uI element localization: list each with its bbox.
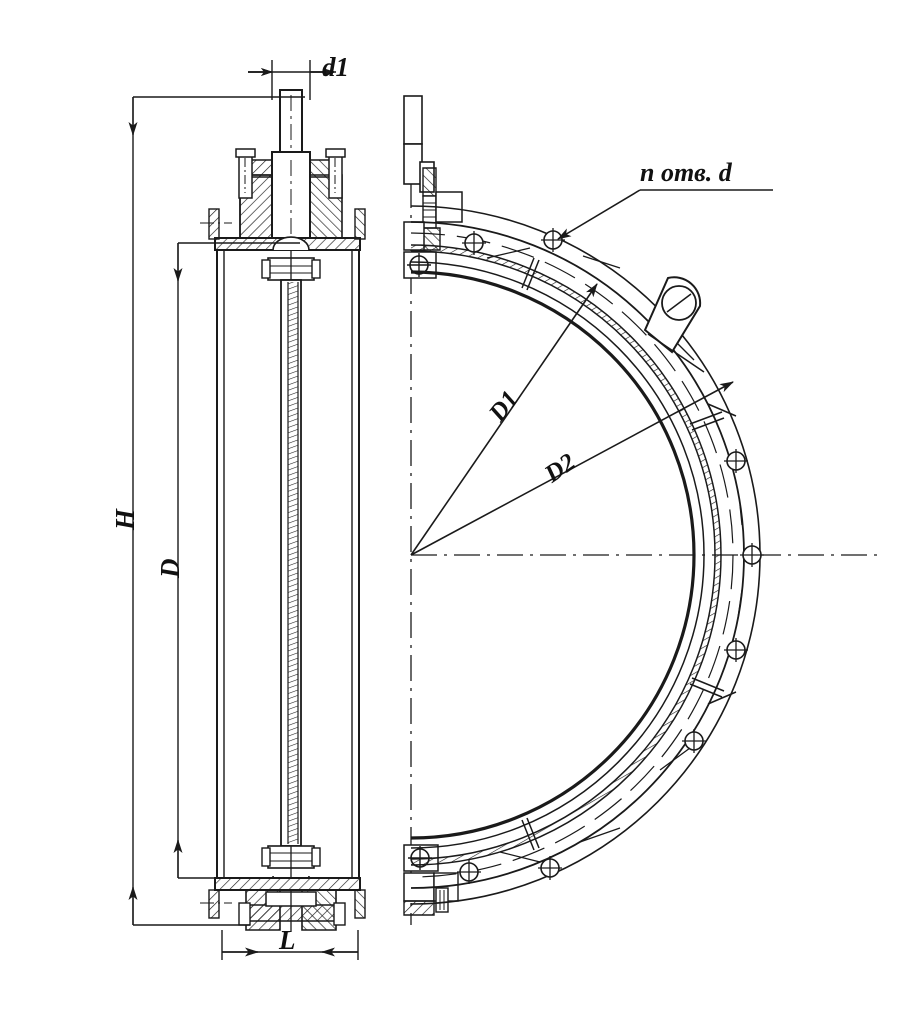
left-section-view (128, 60, 366, 960)
label-H: H (110, 508, 140, 530)
bolt-hole (541, 228, 565, 252)
label-D: D (155, 558, 185, 579)
bolt-hole (538, 856, 562, 880)
valve-stem (271, 89, 311, 246)
label-L: L (279, 925, 296, 955)
flange-rib-ticks (521, 257, 737, 851)
valve-disc-shaft (280, 279, 302, 847)
dimension-d1 (248, 60, 336, 100)
label-d1: d1 (322, 52, 349, 82)
holes-leader-line (557, 189, 773, 240)
dimension-L (221, 930, 359, 960)
lifting-lug (643, 276, 705, 373)
bolt-hole (462, 231, 486, 255)
top-bearing-housing (235, 148, 346, 239)
bolt-hole (457, 860, 481, 884)
bolt-hole (740, 543, 764, 567)
bottom-bearing-housing (238, 889, 346, 932)
top-mounting-bracket (403, 95, 463, 279)
dimension-D1 (410, 283, 598, 556)
dimension-D2 (410, 381, 734, 556)
bolt-hole (724, 449, 748, 473)
label-holes-note: n отв. d (640, 158, 732, 187)
right-front-view (403, 95, 880, 925)
bolt-hole (724, 638, 748, 662)
dimension-D (173, 242, 300, 879)
dimension-H (128, 96, 305, 926)
bolt-hole (682, 729, 706, 753)
valve-body-walls (216, 250, 360, 878)
